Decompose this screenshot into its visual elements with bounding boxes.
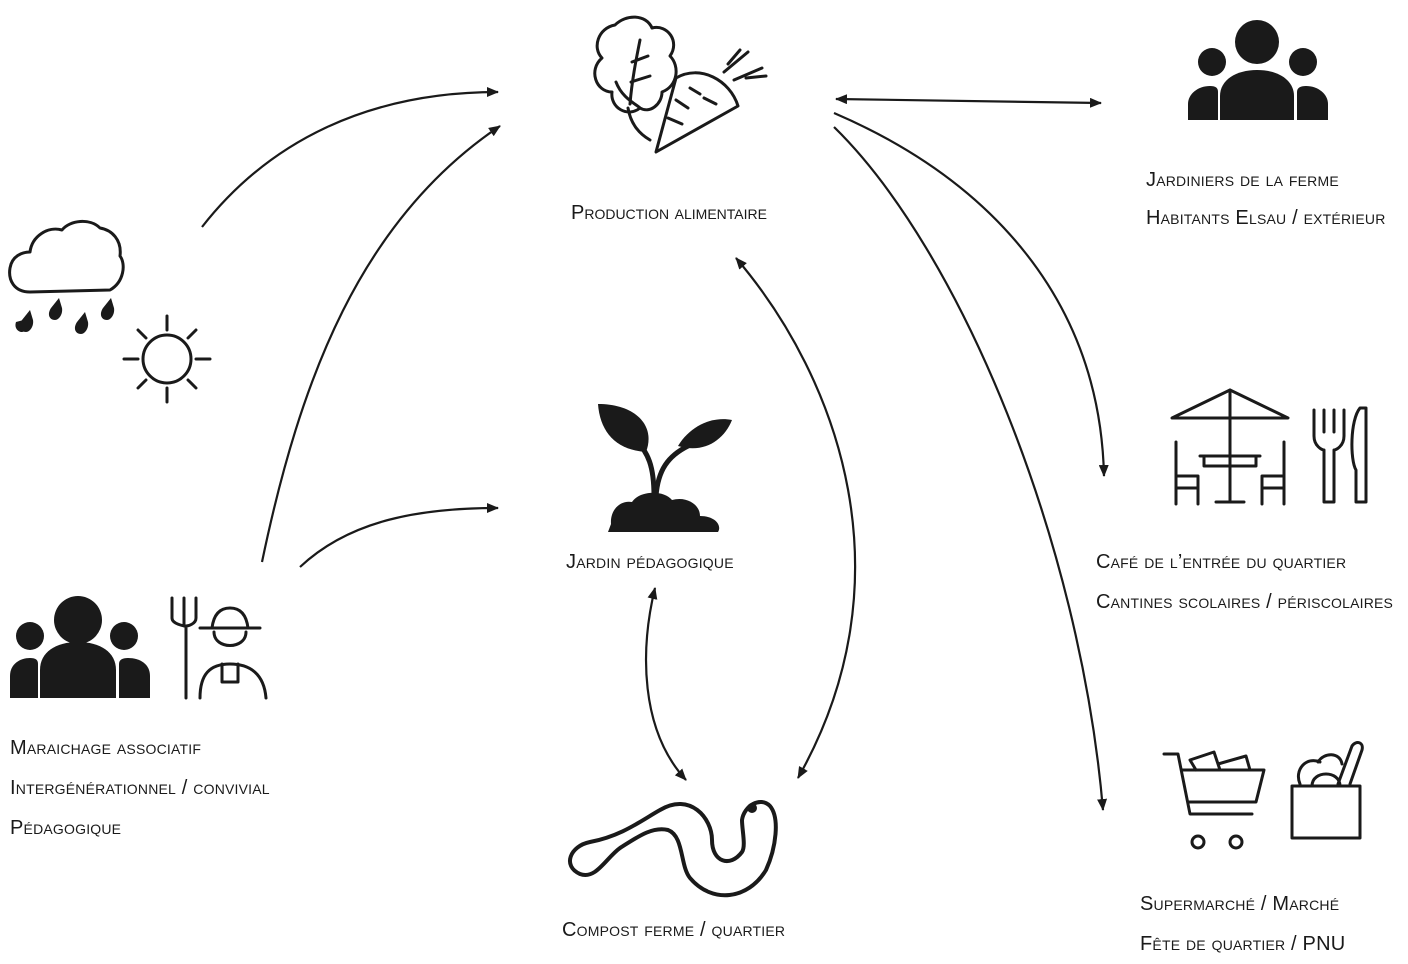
- supermarche-label-line-1: Supermarché / Marché: [1140, 893, 1340, 915]
- jardiniers-label-line-1: Jardiniers de la ferme: [1146, 169, 1339, 191]
- arrow-meteo-to-production: [201, 87, 499, 228]
- vegetables-icon: [593, 15, 768, 154]
- compost-label: Compost ferme / quartier: [562, 920, 785, 940]
- production-label: Production alimentaire: [571, 202, 767, 224]
- jardin-label: Jardin pédagogique: [566, 552, 734, 572]
- rain-drops-icon: [15, 298, 115, 334]
- cafe-label-line-1: Café de l’entrée du quartier: [1096, 551, 1347, 573]
- arrow-production-jardiniers: [835, 94, 1102, 108]
- arrow-maraichage-to-production: [260, 125, 501, 563]
- arrow-jardin-compost: [645, 587, 687, 781]
- people-farmer-pitchfork-icon: [10, 596, 268, 700]
- jardin-label-text: Jardin pédagogique: [566, 551, 734, 573]
- maraichage-label-line-3: Pédagogique: [10, 817, 122, 839]
- arrow-production-compost: [735, 257, 857, 779]
- jardiniers-label: Jardiniers de la ferme Habitants Elsau /…: [1146, 156, 1386, 242]
- compost-label-text: Compost ferme / quartier: [562, 919, 786, 941]
- maraichage-label-line-1: Maraichage associatif: [10, 737, 202, 759]
- supermarche-label: Supermarché / Marché Fête de quartier / …: [1140, 884, 1345, 964]
- shopping-cart-grocery-bag-icon: [1162, 741, 1364, 850]
- cafe-table-cutlery-icon: [1170, 388, 1368, 506]
- worm-icon: [568, 800, 778, 898]
- maraichage-label: Maraichage associatif Intergénérationnel…: [10, 728, 270, 848]
- people-group-icon: [1188, 20, 1328, 120]
- arrow-production-to-supermarche: [833, 126, 1108, 811]
- arrow-maraichage-to-jardin: [299, 503, 499, 568]
- cafe-label: Café de l’entrée du quartier Cantines sc…: [1096, 542, 1393, 622]
- seedling-icon: [598, 404, 732, 532]
- arrow-production-to-cafe: [833, 111, 1109, 477]
- arrows: [201, 87, 1109, 811]
- maraichage-label-line-2: Intergénérationnel / convivial: [10, 777, 270, 799]
- supermarche-label-line-2: Fête de quartier / PNU: [1140, 933, 1346, 955]
- cafe-label-line-2: Cantines scolaires / périscolaires: [1096, 591, 1394, 613]
- rain-cloud-sun-icon: [8, 220, 212, 404]
- jardiniers-label-line-2: Habitants Elsau / extérieur: [1146, 207, 1386, 229]
